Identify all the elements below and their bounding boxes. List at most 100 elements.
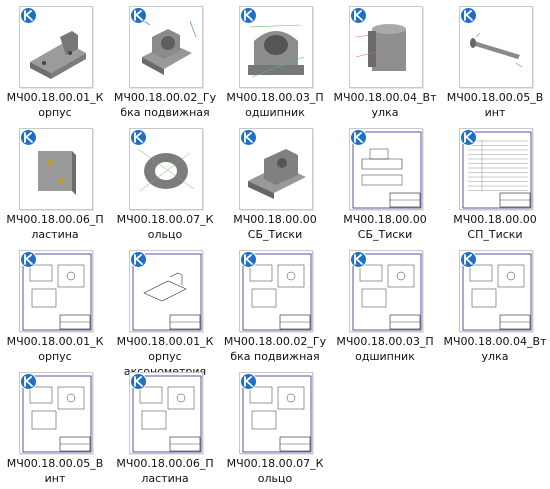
part-model-icon xyxy=(248,24,305,78)
file-name-line: МЧ00.18.00.06_П xyxy=(116,457,214,470)
drawing-sheet-icon xyxy=(462,253,532,331)
file-name[interactable]: МЧ00.18.00.01_Корпусаксонометрия xyxy=(110,334,220,379)
file-name-line: МЧ00.18.00.07_К xyxy=(116,213,214,226)
model-thumbnail[interactable] xyxy=(129,128,203,210)
drawing-thumbnail[interactable] xyxy=(239,372,313,454)
model-thumbnail[interactable] xyxy=(239,128,313,210)
file-name-line: МЧ00.18.00.06_П xyxy=(6,213,104,226)
file-name-line: МЧ00.18.00.01_К xyxy=(6,335,104,348)
drawing-thumbnail[interactable] xyxy=(349,128,423,210)
part-model-icon xyxy=(248,149,306,199)
file-name[interactable]: МЧ00.18.00.07_К ольцо xyxy=(220,456,330,486)
file-item[interactable]: МЧ00.18.00.04_Вт улка xyxy=(330,0,440,122)
drawing-sheet-icon xyxy=(352,131,422,209)
file-name-line: МЧ00.18.00.07_К xyxy=(226,457,324,470)
file-name-line: орпус xyxy=(38,106,72,119)
drawing-sheet-icon xyxy=(242,375,312,453)
drawing-sheet-icon xyxy=(352,253,422,331)
file-name-line: МЧ00.18.00.02_Гу xyxy=(223,335,327,348)
file-name[interactable]: МЧ00.18.00.04_Вт улка xyxy=(330,90,440,120)
drawing-sheet-icon xyxy=(462,131,532,209)
kompas-icon xyxy=(240,129,257,146)
file-name-line: МЧ00.18.00.03_П xyxy=(336,335,434,348)
drawing-thumbnail[interactable] xyxy=(239,250,313,332)
file-name[interactable]: МЧ00.18.00.01_К орпус xyxy=(0,334,110,364)
file-name-line: МЧ00.18.00.01_К xyxy=(116,335,214,348)
file-name-line: одшипник xyxy=(245,106,305,119)
file-name-line: МЧ00.18.00.04_Вт xyxy=(333,91,437,104)
kompas-icon xyxy=(20,129,37,146)
file-name-line: МЧ00.18.00.01_К xyxy=(6,91,104,104)
file-name[interactable]: МЧ00.18.00.02_Гу бка подвижная xyxy=(220,334,330,364)
file-name-line: МЧ00.18.00.00 xyxy=(233,213,317,226)
kompas-icon xyxy=(240,7,257,24)
file-item[interactable]: МЧ00.18.00.07_К ольцо xyxy=(220,366,330,488)
model-thumbnail[interactable] xyxy=(19,128,93,210)
file-item[interactable]: МЧ00.18.00.01_К орпус xyxy=(0,244,110,366)
drawing-thumbnail[interactable] xyxy=(19,372,93,454)
drawing-thumbnail[interactable] xyxy=(459,128,533,210)
file-name-line: ластина xyxy=(141,472,189,485)
file-item[interactable]: МЧ00.18.00.06_П ластина xyxy=(110,366,220,488)
model-thumbnail[interactable] xyxy=(129,6,203,88)
file-name-line: СП_Тиски xyxy=(467,228,523,241)
drawing-sheet-icon xyxy=(132,375,202,453)
file-name-line: улка xyxy=(371,106,399,119)
kompas-icon xyxy=(130,129,147,146)
file-name-line: МЧ00.18.00.02_Гу xyxy=(113,91,217,104)
kompas-icon xyxy=(350,129,367,146)
model-thumbnail[interactable] xyxy=(19,6,93,88)
drawing-thumbnail[interactable] xyxy=(129,372,203,454)
file-name-line: улка xyxy=(481,350,509,363)
drawing-thumbnail[interactable] xyxy=(459,250,533,332)
file-name[interactable]: МЧ00.18.00.01_К орпус xyxy=(0,90,110,120)
file-name-line: МЧ00.18.00.03_П xyxy=(226,91,324,104)
kompas-icon xyxy=(130,7,147,24)
file-name-line: инт xyxy=(44,472,66,485)
file-name-line: орпус xyxy=(38,350,72,363)
model-thumbnail[interactable] xyxy=(459,6,533,88)
model-thumbnail[interactable] xyxy=(349,6,423,88)
drawing-sheet-icon xyxy=(22,375,92,453)
file-name-line: бка подвижная xyxy=(230,350,320,363)
drawing-thumbnail[interactable] xyxy=(19,250,93,332)
part-model-icon xyxy=(355,24,406,71)
drawing-thumbnail[interactable] xyxy=(129,250,203,332)
file-name-line: ольцо xyxy=(257,472,293,485)
drawing-sheet-icon xyxy=(132,253,202,331)
kompas-icon xyxy=(20,251,37,268)
drawing-thumbnail[interactable] xyxy=(349,250,423,332)
file-item[interactable]: МЧ00.18.00.02_Гу бка подвижная xyxy=(220,244,330,366)
drawing-sheet-icon xyxy=(242,253,312,331)
file-item[interactable]: МЧ00.18.00.03_П одшипник xyxy=(220,0,330,122)
file-name-line: СБ_Тиски xyxy=(247,228,303,241)
kompas-icon xyxy=(130,251,147,268)
kompas-icon xyxy=(460,251,477,268)
file-name[interactable]: МЧ00.18.00.03_П одшипник xyxy=(220,90,330,120)
file-item[interactable]: МЧ00.18.00.01_Корпусаксонометрия xyxy=(110,244,220,378)
file-item[interactable]: МЧ00.18.00.01_К орпус xyxy=(0,0,110,122)
file-name[interactable]: МЧ00.18.00.06_П ластина xyxy=(110,456,220,486)
model-thumbnail[interactable] xyxy=(239,6,313,88)
kompas-icon xyxy=(240,251,257,268)
